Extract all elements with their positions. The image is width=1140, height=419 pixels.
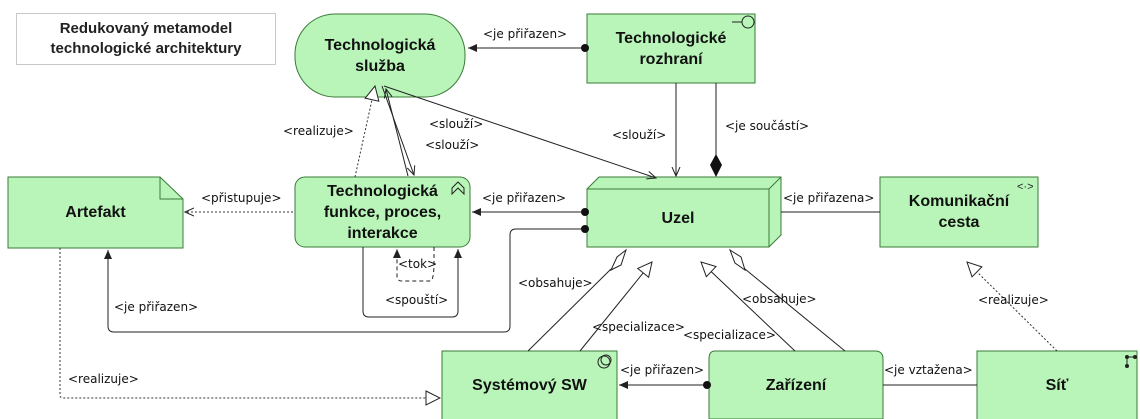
edge-tok [393, 247, 435, 282]
edge-spousti [362, 247, 462, 318]
edge-system-obsahuje-uzel [527, 268, 612, 352]
diamond-soucasti [710, 154, 722, 177]
edge-zarizeni-specializace-uzel [701, 262, 796, 352]
function-icon [451, 181, 465, 195]
label-spousti: <spouští> [385, 293, 449, 307]
node-funkce-line3: interakce [347, 224, 418, 242]
node-rozhrani-line2: rozhraní [639, 50, 703, 68]
node-zarizeni-line1: Zařízení [765, 376, 827, 394]
node-system-sw-line1: Systémový SW [472, 376, 587, 394]
label-uzel-funkce: <je přiřazen> [482, 191, 567, 205]
node-system-sw-shape [441, 350, 618, 419]
node-system-sw[interactable]: Systémový SW [442, 351, 617, 419]
node-zarizeni[interactable]: Zařízení [709, 351, 883, 419]
edge-artefakt-realizuje-system [59, 248, 440, 398]
label-pristupuje: <přistupuje> [201, 191, 282, 205]
label-tok: <tok> [398, 257, 438, 271]
node-rozhrani-line1: Technologické [615, 29, 727, 47]
label-slouzi-c: <slouží> [612, 128, 667, 142]
label-specializace-b: <specializace> [683, 328, 776, 342]
node-cesta-line1: Komunikační [908, 193, 1010, 210]
diagram-title-line2: technologické architektury [50, 40, 242, 57]
label-obsahuje-b: <obsahuje> [742, 292, 817, 306]
node-sit[interactable]: Síť [977, 351, 1137, 419]
node-artefakt-line1: Artefakt [65, 204, 126, 221]
label-specializace-a: <specializace> [592, 320, 685, 334]
node-artefakt[interactable]: Artefakt [8, 177, 183, 248]
edge-system-specializace-uzel [579, 262, 652, 352]
label-slouzi-b: <slouží> [425, 138, 480, 152]
label-soucasti: <je součástí> [725, 119, 810, 133]
edge-sluzba-slouzi-uzel [383, 85, 656, 178]
node-cesta[interactable]: Komunikační cesta [880, 177, 1038, 247]
node-funkce[interactable]: Technologická funkce, proces, interakce [295, 177, 470, 247]
node-sit-shape [976, 350, 1138, 419]
diagram-title-line1: Redukovaný metamodel [59, 20, 233, 37]
label-realizuje-sluzba: <realizuje> [283, 124, 354, 138]
label-zarizeni-system: <je přiřazen> [620, 363, 705, 377]
label-realizuje-sit: <realizuje> [978, 293, 1049, 307]
edge-sit-realizuje-cesta [967, 262, 1058, 352]
node-rozhrani-shape [586, 13, 756, 84]
interface-icon [732, 15, 755, 29]
node-zarizeni-shape [708, 350, 884, 419]
edge-zarizeni-obsahuje-uzel [744, 268, 846, 352]
node-uzel[interactable]: Uzel [587, 189, 769, 247]
node-rozhrani[interactable]: Technologické rozhraní [587, 14, 755, 83]
edge-sluzba-slouzi-funkce [381, 85, 414, 175]
edge-funkce-realizuje-sluzba [354, 86, 375, 178]
label-uzel-artefakt: <je přiřazen> [114, 300, 199, 314]
uzel-depth-lines [587, 176, 782, 247]
label-uzel-cesta: <je přiřazena> [783, 191, 875, 205]
network-icon [1125, 355, 1137, 368]
communication-path-icon: <·> [1017, 181, 1034, 193]
node-funkce-line1: Technologická [327, 182, 438, 200]
edge-funkce-slouzi-sluzba [386, 89, 409, 177]
label-obsahuje-a: <obsahuje> [518, 276, 593, 290]
diamond-obsahuje-a [609, 248, 627, 272]
node-funkce-line2: funkce, proces, [323, 203, 442, 221]
node-sluzba-shape [294, 13, 466, 98]
label-realizuje-artefakt: <realizuje> [68, 372, 139, 386]
artefakt-fold [159, 177, 183, 200]
node-sluzba-line1: Technologická [324, 36, 436, 54]
label-rozhrani-sluzba: <je přiřazen> [483, 27, 568, 41]
node-sluzba-line2: služba [355, 57, 405, 75]
diagram-title: Redukovaný metamodel technologické archi… [16, 13, 276, 65]
diamond-obsahuje-b [728, 248, 746, 272]
label-slouzi-a: <slouží> [429, 117, 484, 131]
node-uzel-line1: Uzel [661, 209, 695, 227]
system-software-icon [597, 354, 612, 369]
node-cesta-line2: cesta [938, 214, 980, 231]
label-vztazena: <je vztažena> [884, 363, 973, 377]
edge-uzel-artefakt [104, 225, 589, 333]
node-sluzba[interactable]: Technologická služba [295, 14, 465, 97]
node-sit-line1: Síť [1045, 376, 1069, 394]
